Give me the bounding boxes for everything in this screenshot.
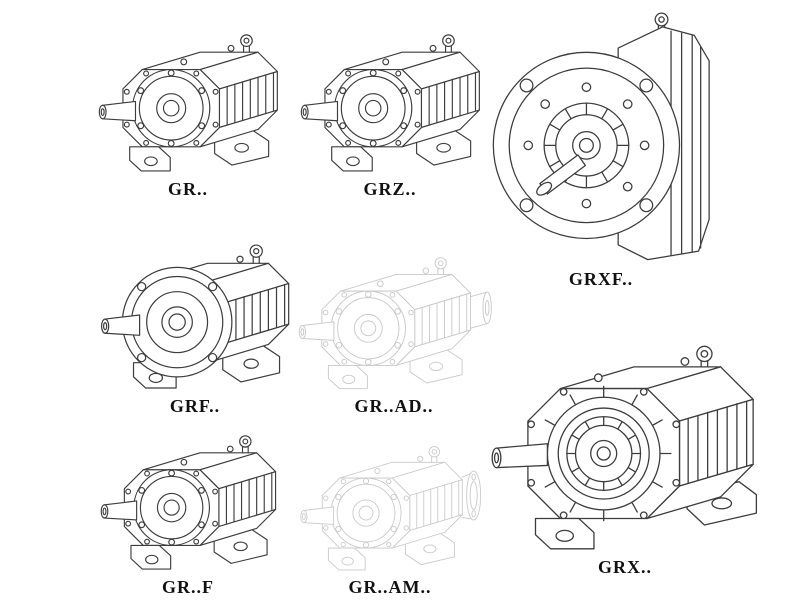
- gearbox-drawing-grx: [491, 345, 757, 550]
- product-label-gr: GR..: [168, 179, 208, 199]
- figure-grxf: GRXF..: [482, 0, 720, 290]
- product-label-grxf: GRXF..: [568, 269, 634, 289]
- figure-grz: GRZ..: [292, 0, 488, 200]
- gearbox-drawing-gr-f: [96, 432, 280, 574]
- gearbox-drawing-grf: [96, 241, 294, 393]
- product-label-grx: GRX..: [598, 557, 652, 577]
- product-label-gr-f: GR..F: [162, 577, 214, 597]
- figure-gr-f: GR..F: [92, 418, 284, 598]
- product-label-gr-ad: GR..AD..: [354, 396, 434, 416]
- product-label-grz: GRZ..: [363, 179, 417, 199]
- gearbox-drawing-grz: [296, 31, 484, 176]
- product-label-grf: GRF..: [169, 396, 221, 416]
- gearbox-drawing-gr-am: [296, 443, 482, 574]
- figure-grf: GRF..: [92, 205, 298, 417]
- input-adapter-drawing: [470, 291, 492, 329]
- gearbox-drawing-gr: [94, 31, 282, 176]
- gearbox-drawing-grxf: [492, 12, 710, 261]
- figure-grx: GRX..: [484, 300, 766, 578]
- product-label-gr-am: GR..AM..: [348, 577, 432, 597]
- figure-gr: GR..: [90, 0, 286, 200]
- figure-gr-ad: GR..AD..: [290, 205, 498, 417]
- gearbox-drawing-gr-ad: [294, 254, 492, 393]
- figure-gr-am: GR..AM..: [292, 418, 488, 598]
- motor-flange-drawing: [461, 470, 482, 521]
